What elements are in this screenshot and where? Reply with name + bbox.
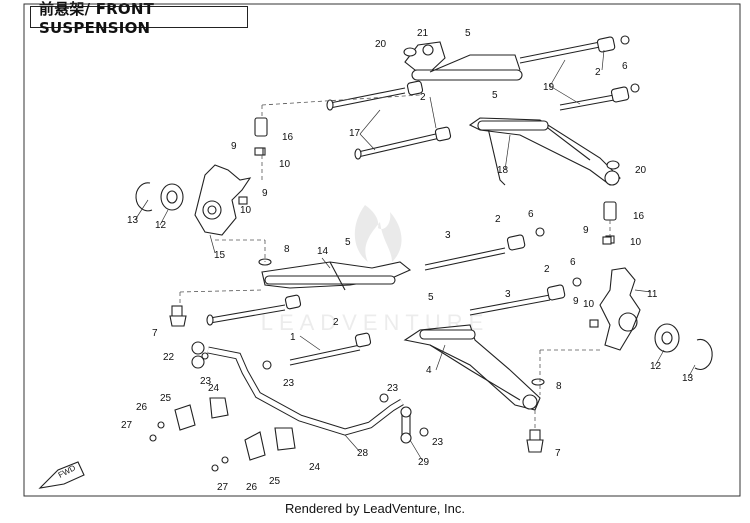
assembly-leader-lines: [179, 94, 611, 430]
small-hardware: [149, 47, 620, 472]
callout-14: 14: [317, 246, 329, 257]
callout-9: 9: [573, 296, 579, 307]
bolt-1-lower: [289, 344, 361, 366]
wheel-bearing-right: [654, 323, 680, 353]
stabilizer-bar: [207, 346, 404, 436]
callout-24: 24: [309, 462, 321, 473]
callout-26: 26: [136, 402, 148, 413]
ball-joint-7-right: [526, 429, 544, 453]
callout-9: 9: [262, 188, 268, 199]
callout-leaders: [134, 49, 696, 461]
callout-1: 1: [290, 332, 296, 343]
callout-12: 12: [650, 361, 662, 372]
bushings-lower: [284, 227, 582, 348]
bolt-3-upper: [424, 247, 506, 271]
callout-10: 10: [279, 159, 291, 170]
callout-17: 17: [349, 128, 361, 139]
callout-23: 23: [283, 378, 295, 389]
callout-16: 16: [633, 211, 645, 222]
callout-22: 22: [163, 352, 175, 363]
callout-12: 12: [155, 220, 167, 231]
callout-18: 18: [497, 165, 509, 176]
callout-25: 25: [160, 393, 172, 404]
callout-6: 6: [622, 61, 628, 72]
bolt-17-lower: [354, 132, 441, 160]
callout-3: 3: [445, 230, 451, 241]
bracket-lower: [244, 427, 296, 461]
end-link-22: [191, 341, 205, 369]
callout-10: 10: [240, 205, 252, 216]
callout-10: 10: [630, 237, 642, 248]
diagram-title-box: 前悬架/ FRONT SUSPENSION: [30, 0, 248, 37]
callout-23: 23: [432, 437, 444, 448]
callout-8: 8: [556, 381, 562, 392]
callout-19: 19: [543, 82, 555, 93]
fwd-arrow: [38, 461, 85, 489]
callout-10: 10: [583, 299, 595, 310]
callout-15: 15: [214, 250, 226, 261]
callout-5: 5: [465, 28, 471, 39]
callout-2: 2: [544, 264, 550, 275]
lower-a-arm-4: [403, 324, 541, 411]
callout-9: 9: [231, 141, 237, 152]
upper-a-arm-21: [404, 41, 523, 81]
callout-24: 24: [208, 383, 220, 394]
steering-knuckle-right: [599, 267, 641, 351]
callout-26: 26: [246, 482, 258, 493]
wheel-bearing-left: [160, 183, 184, 211]
footer-credit: Rendered by LeadVenture, Inc.: [285, 501, 465, 516]
snap-ring-right: [694, 338, 713, 371]
callout-13: 13: [682, 373, 694, 384]
callout-20: 20: [635, 165, 647, 176]
bolt-19-upper: [519, 41, 601, 64]
callout-2: 2: [595, 67, 601, 78]
callout-27: 27: [121, 420, 133, 431]
callout-2: 2: [420, 92, 426, 103]
end-link-29: [400, 406, 412, 444]
callout-29: 29: [418, 457, 430, 468]
bushings-upper: [406, 35, 640, 142]
callout-4: 4: [426, 365, 432, 376]
callout-5: 5: [345, 237, 351, 248]
callout-21: 21: [417, 28, 429, 39]
callout-11: 11: [647, 289, 658, 300]
callout-20: 20: [375, 39, 387, 50]
callout-9: 9: [583, 225, 589, 236]
lower-a-arm-14: [261, 261, 412, 291]
upper-a-arm-18: [468, 117, 621, 186]
steering-knuckle-left: [194, 164, 252, 236]
callout-6: 6: [528, 209, 534, 220]
bolt-17-upper: [326, 87, 406, 111]
bracket-upper: [174, 397, 229, 431]
callout-25: 25: [269, 476, 281, 487]
callout-2: 2: [333, 317, 339, 328]
callout-28: 28: [357, 448, 369, 459]
callout-3: 3: [505, 289, 511, 300]
callout-2: 2: [495, 214, 501, 225]
callout-23: 23: [387, 383, 399, 394]
callout-5: 5: [428, 292, 434, 303]
callout-13: 13: [127, 215, 139, 226]
callout-8: 8: [284, 244, 290, 255]
ball-joint-7-left: [169, 305, 187, 327]
snap-ring-left: [135, 182, 153, 212]
callout-6: 6: [570, 257, 576, 268]
callout-7: 7: [555, 448, 561, 459]
bolt-1: [206, 304, 286, 326]
callout-16: 16: [282, 132, 294, 143]
diagram-border: [23, 3, 741, 497]
callout-5: 5: [492, 90, 498, 101]
callout-labels: 1 2 2 2 2 2 3 3 4 5 5 5 5 6 6 6 7 7 8 8 …: [121, 28, 694, 493]
callout-7: 7: [152, 328, 158, 339]
callout-27: 27: [217, 482, 229, 493]
callout-23: 23: [200, 376, 212, 387]
bolt-3-lower: [469, 294, 551, 316]
